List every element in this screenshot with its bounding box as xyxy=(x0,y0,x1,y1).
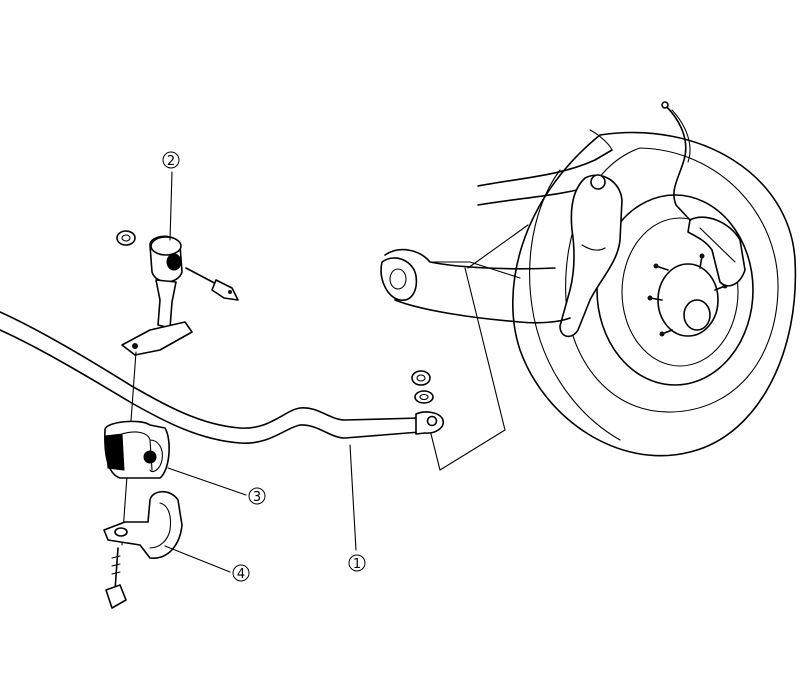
stabilizer-bar-lower-edge xyxy=(0,329,421,444)
callout-3: 3 xyxy=(248,487,266,505)
leader-4 xyxy=(164,545,231,573)
callout-1: 1 xyxy=(348,554,366,572)
leader-3 xyxy=(167,467,247,496)
svg-text:3: 3 xyxy=(253,490,261,505)
tire-sidewall xyxy=(565,147,779,413)
wheel-assembly xyxy=(511,101,797,457)
upper-control-arm xyxy=(477,149,613,206)
brake-disc-inner xyxy=(621,217,739,367)
callout-2: 2 xyxy=(162,151,180,169)
svg-text:2: 2 xyxy=(167,154,175,169)
hub-cap xyxy=(683,299,711,331)
stabilizer-bar xyxy=(0,311,445,444)
stabilizer-bar-upper-edge xyxy=(0,311,421,429)
steering-knuckle xyxy=(559,174,623,338)
svg-text:4: 4 xyxy=(237,567,245,582)
bushing-bracket xyxy=(103,490,183,609)
suspension-arms xyxy=(380,129,623,471)
lower-control-arm xyxy=(384,248,571,324)
callout-leaders xyxy=(164,171,357,573)
stabilizer-bushing xyxy=(104,420,170,479)
stabilizer-link xyxy=(116,230,239,356)
svg-text:1: 1 xyxy=(353,557,361,572)
tire-outline xyxy=(511,131,797,457)
brake-hose xyxy=(664,104,691,221)
callout-4: 4 xyxy=(232,564,250,582)
tire-inner-edge xyxy=(529,169,621,441)
end-link-nuts xyxy=(411,370,434,404)
detail-pointer xyxy=(429,267,506,471)
brake-caliper xyxy=(687,216,746,287)
leader-2 xyxy=(169,171,173,241)
leader-1 xyxy=(349,444,357,551)
callout-labels: 1 2 3 4 xyxy=(162,151,366,582)
